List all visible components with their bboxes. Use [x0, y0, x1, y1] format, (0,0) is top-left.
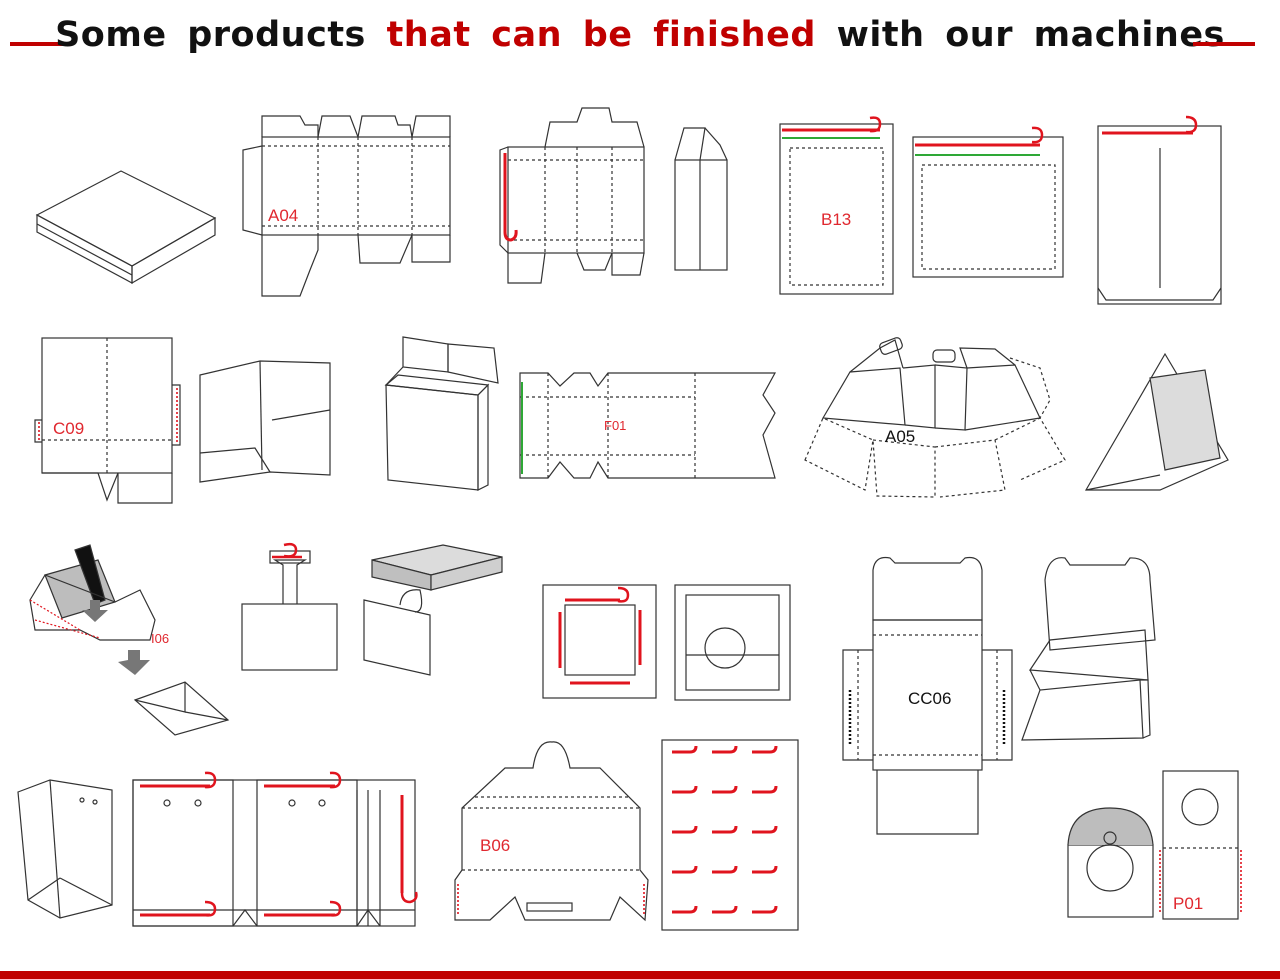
label-cc06: CC06: [908, 689, 952, 708]
title-rule-left: [10, 42, 72, 46]
frame-dieline-tape: [542, 584, 657, 699]
label-a05: A05: [885, 427, 916, 446]
b06-hang-box-dieline: [454, 741, 649, 922]
flip-top-box: [384, 336, 499, 491]
label-p01: P01: [1173, 894, 1204, 913]
hang-tag-card: [241, 542, 338, 671]
label-f01: F01: [604, 418, 627, 433]
footer-rule: [0, 971, 1280, 979]
label-b06: B06: [480, 836, 511, 855]
label-b13: B13: [821, 210, 852, 229]
f01-candy-box-dieline: [519, 372, 777, 479]
i06-card-envelope: [29, 544, 230, 736]
cc06-assembled-case: [1021, 557, 1156, 741]
paper-bag: [17, 779, 113, 919]
box-with-hang-card: [363, 544, 503, 676]
label-i06: I06: [151, 631, 170, 646]
presentation-folder: [199, 360, 331, 483]
c09-folder-dieline: [34, 337, 181, 504]
label-a04: A04: [268, 206, 299, 225]
b13-mailer-front: [779, 116, 894, 295]
page-header: Some products that can be finished with …: [0, 0, 1280, 82]
a05-fan-box-dieline: [804, 337, 1066, 498]
frame-with-circle-window: [674, 584, 791, 701]
tuck-box-dieline: [499, 107, 645, 284]
assembled-tuck-box: [674, 127, 728, 271]
title-rule-right: [1193, 42, 1255, 46]
folded-sleeve-box: [35, 170, 217, 285]
title-part2: with our machines: [815, 15, 1225, 55]
bag-dieline: [132, 771, 418, 927]
label-c09: C09: [53, 419, 85, 438]
title-highlight: that can be finished: [386, 15, 816, 55]
a04-carton-dieline: [242, 115, 451, 297]
long-envelope: [1097, 115, 1222, 305]
cc06-cd-case-dieline: [842, 556, 1013, 835]
page-title: Some products that can be finished with …: [0, 15, 1280, 55]
title-part1: Some products: [55, 15, 387, 55]
p01-cd-sleeve: [1067, 770, 1242, 920]
adhesive-dots-sheet: [661, 739, 799, 931]
tent-display: [1084, 352, 1229, 491]
b13-mailer-landscape: [912, 126, 1064, 278]
